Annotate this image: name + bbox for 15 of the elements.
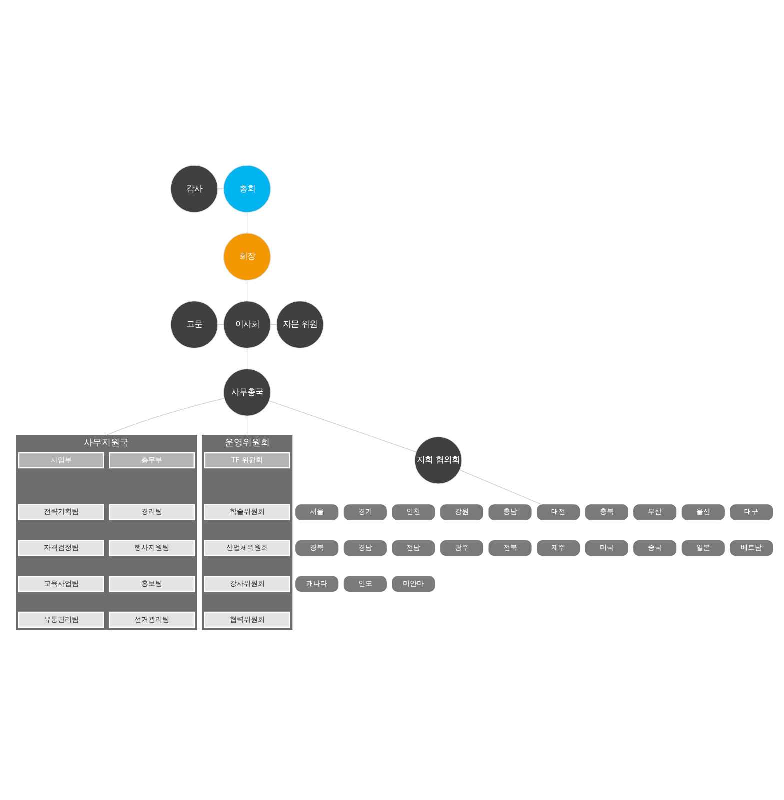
node-circle: 사무총국 [224, 368, 272, 416]
connector [247, 348, 248, 369]
node-circle: 감사 [170, 164, 218, 212]
connector [460, 469, 543, 505]
node-circle: 지회 협의회 [414, 436, 462, 484]
connector [247, 415, 248, 436]
node-circle: 이사회 [224, 300, 272, 348]
connector [247, 280, 248, 302]
connector [106, 398, 225, 436]
connector [247, 212, 248, 234]
node-circle: 고문 [170, 300, 218, 348]
node-circle: 총회 [224, 164, 272, 212]
node-circle: 자문 위원 [276, 300, 324, 348]
node-circle: 회장 [224, 232, 272, 280]
connector [269, 400, 417, 452]
